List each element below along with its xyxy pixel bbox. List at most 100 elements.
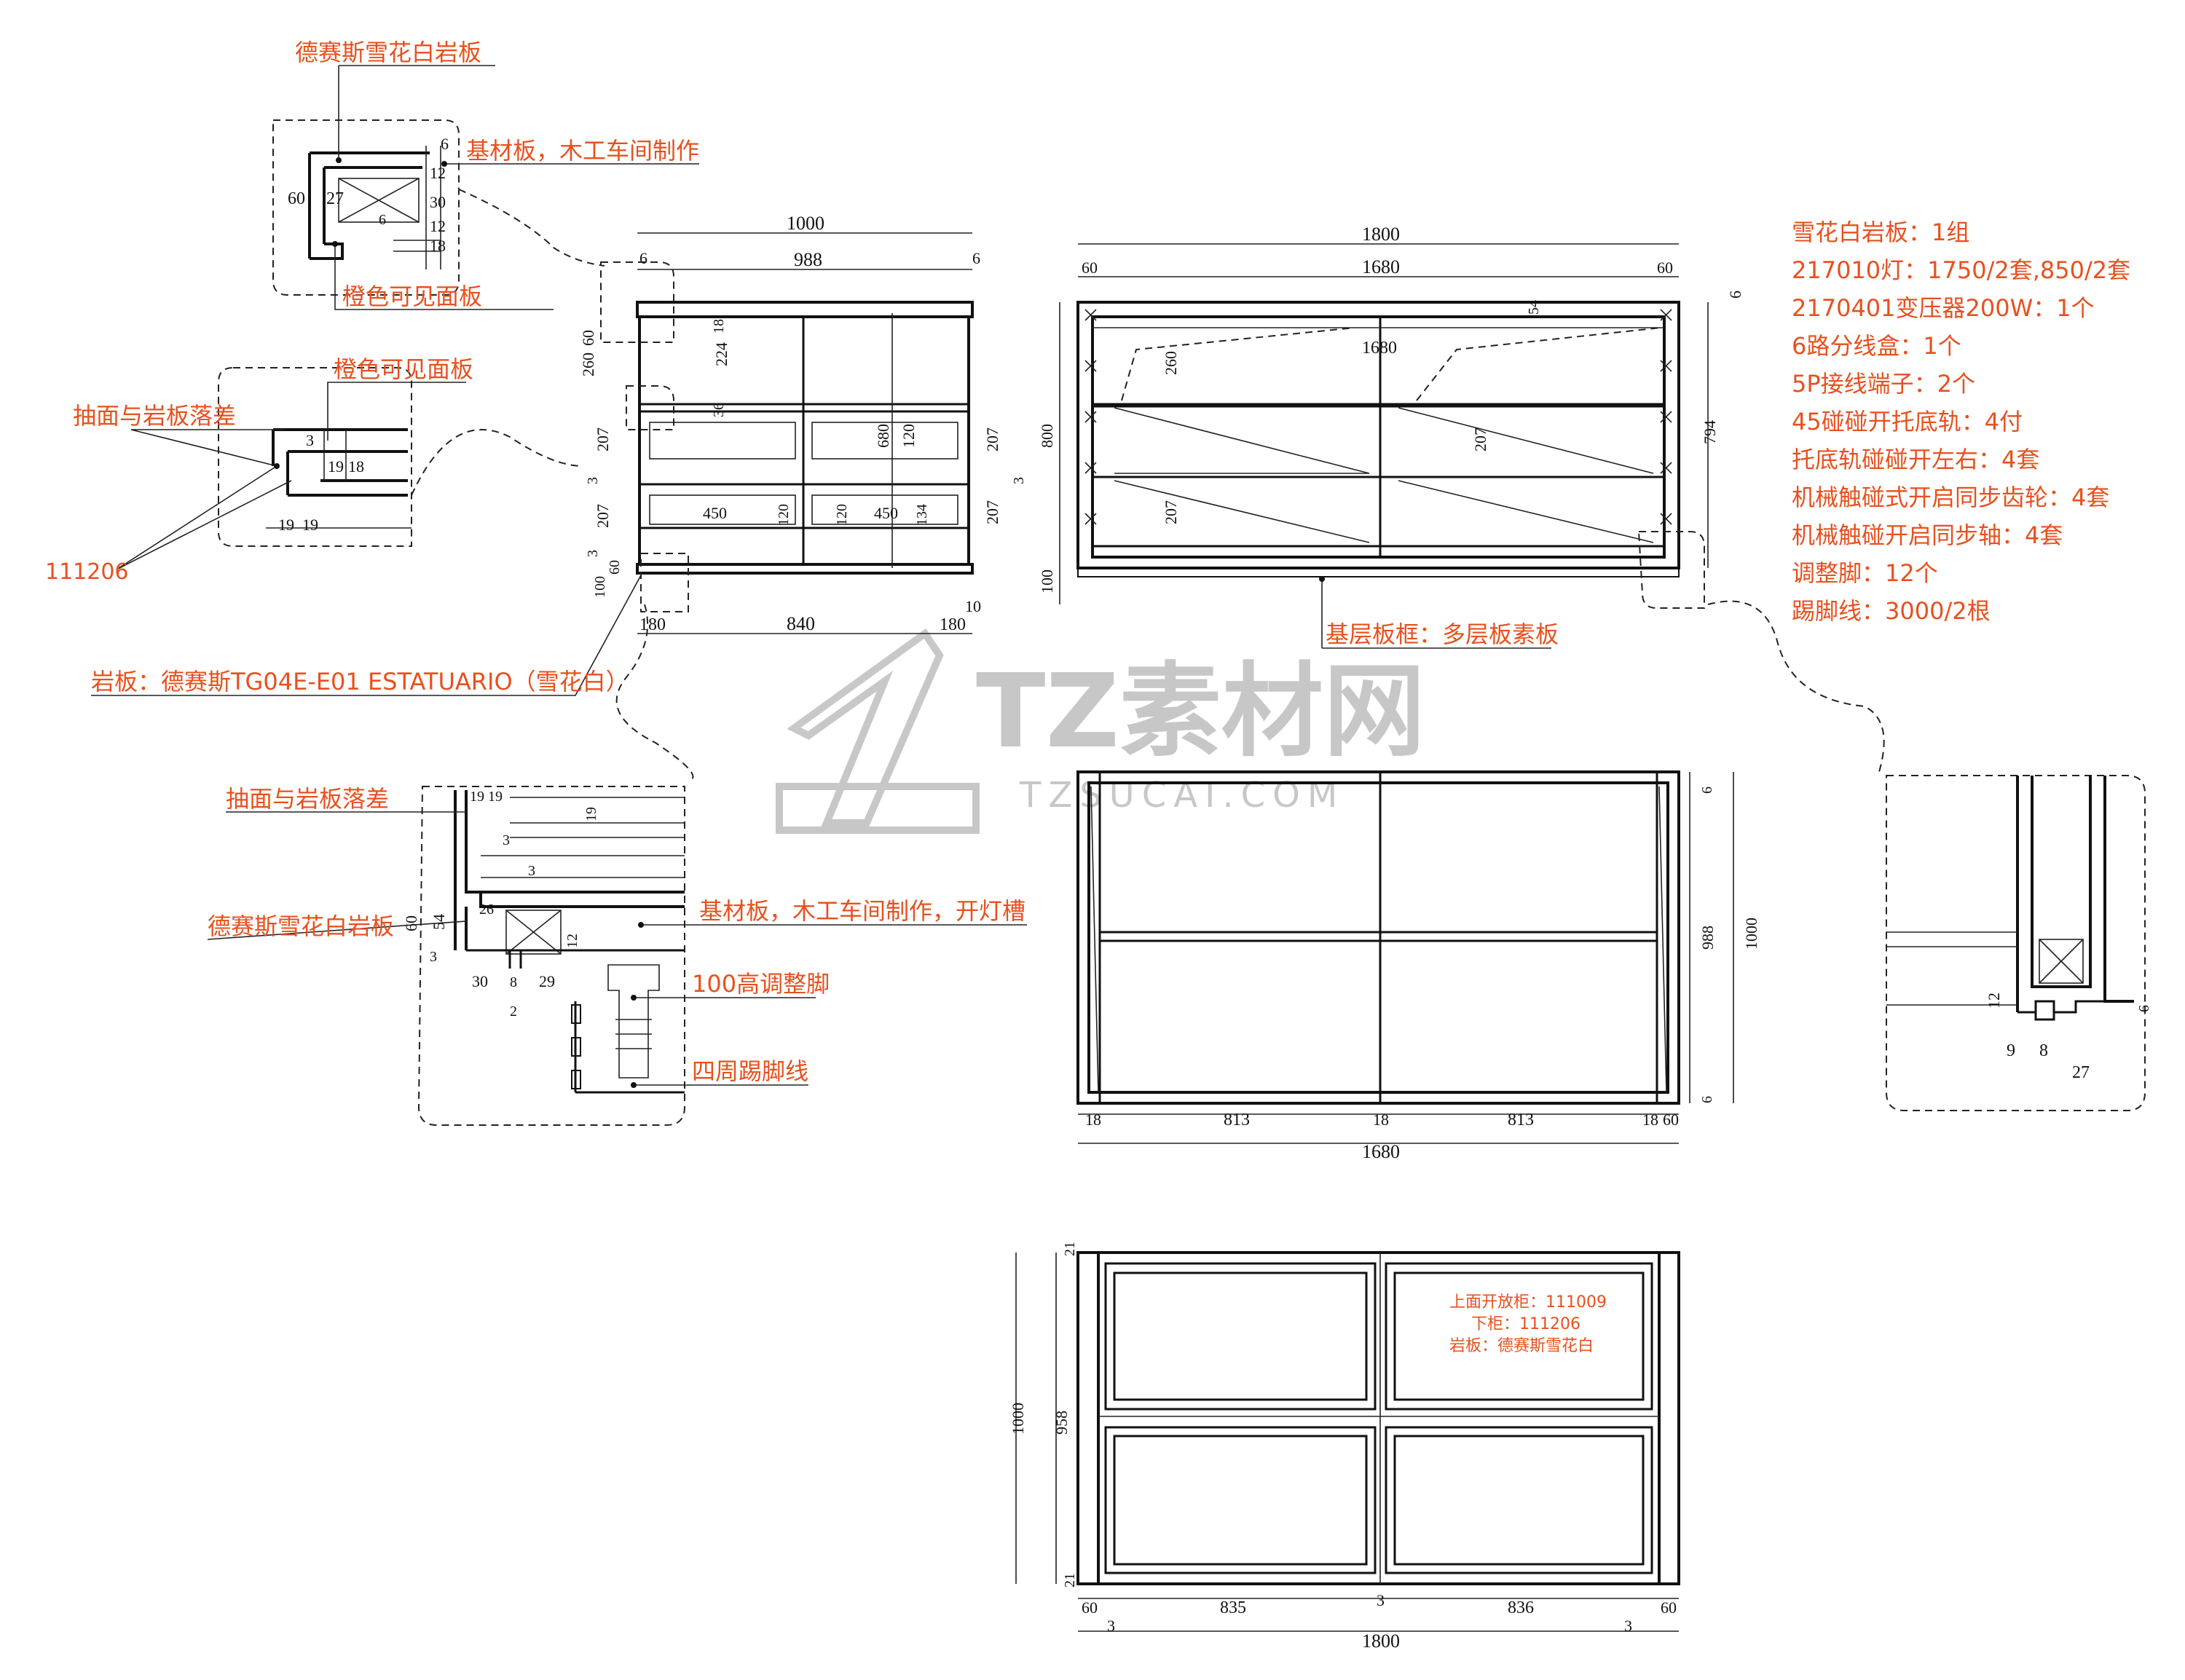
dim-label: 260 xyxy=(579,352,597,376)
callout-stone-spec: 岩板：德赛斯TG04E-E01 ESTATUARIO（雪花白） xyxy=(91,668,629,695)
spec-item: 6路分线盒：1个 xyxy=(1792,332,1961,360)
dim-label: 1000 xyxy=(787,213,824,234)
dim-label: 54 xyxy=(430,914,448,930)
dim-label: 6 xyxy=(2136,1005,2152,1012)
dim-label: 60 xyxy=(1082,259,1098,277)
dim-label: 10 xyxy=(965,597,981,615)
watermark-brand: TZ素材网 xyxy=(976,652,1425,771)
dim-label: 207 xyxy=(1162,500,1180,524)
front-elevation: 基层板框：多层板素板 1800 60 1680 60 1680 54 260 2… xyxy=(1038,224,1744,649)
spec-item: 机械触碰式开启同步齿轮：4套 xyxy=(1792,484,2109,511)
dim-label: 60 xyxy=(1657,259,1673,277)
spec-item: 托底轨碰碰开左右：4套 xyxy=(1792,446,2039,473)
dim-label: 3 xyxy=(1011,477,1027,484)
spec-item: 5P接线端子：2个 xyxy=(1792,370,1975,398)
watermark: TZ素材网 TZSUCAI.COM xyxy=(776,628,1425,834)
dim-label: 19 xyxy=(328,457,344,476)
watermark-url: TZSUCAI.COM xyxy=(1019,775,1345,816)
callout-drawer-gap: 抽面与岩板落差 xyxy=(73,402,236,430)
dim-label: 835 xyxy=(1220,1598,1246,1617)
dim-label: 26 xyxy=(479,902,494,918)
dim-label: 18 xyxy=(711,319,727,334)
top-view: 18 813 18 813 18 60 1680 6 988 1000 6 xyxy=(1076,770,1760,1162)
dim-label: 813 xyxy=(1224,1111,1250,1129)
dim-label: 1000 xyxy=(1742,918,1760,950)
detail-b: 3 19 18 19 19 橙色可见面板 抽面与岩板落差 111206 xyxy=(45,355,473,585)
dim-label: 180 xyxy=(639,615,666,634)
dim-label: 6 xyxy=(441,135,449,153)
dim-label: 3 xyxy=(430,949,437,965)
dim-label: 6 xyxy=(639,249,647,267)
dim-label: 1800 xyxy=(1362,1630,1400,1652)
dim-label: 60 xyxy=(579,330,597,346)
dim-label: 27 xyxy=(326,189,344,208)
dim-label: 60 xyxy=(288,189,305,208)
dim-label: 27 xyxy=(2072,1063,2090,1082)
callout-code-111206: 111206 xyxy=(45,559,129,585)
dim-label: 8 xyxy=(2039,1041,2048,1060)
callout-drawer-gap-c: 抽面与岩板落差 xyxy=(226,785,389,813)
detail-c: 19 19 19 3 3 60 54 26 12 3 30 8 29 2 抽面与… xyxy=(207,785,1027,1126)
dim-label: 120 xyxy=(834,504,850,526)
dim-label: 60 xyxy=(1663,1111,1679,1129)
dim-label: 3 xyxy=(1377,1591,1385,1609)
dim-label: 18 xyxy=(430,237,446,255)
dim-label: 180 xyxy=(940,615,966,634)
spec-item: 机械触碰开启同步轴：4套 xyxy=(1792,521,2063,549)
dim-label: 21 xyxy=(1062,1573,1078,1588)
dim-label: 988 xyxy=(794,249,822,270)
spec-item: 2170401变压器200W：1个 xyxy=(1792,294,2095,322)
dim-label: 12 xyxy=(430,217,446,235)
dim-label: 813 xyxy=(1508,1111,1534,1129)
dim-label: 19 xyxy=(583,807,599,821)
connector-dashed xyxy=(615,604,694,780)
detail-a: 60 27 6 12 30 12 18 6 德赛斯雪花白岩板 基材板，木工车间制… xyxy=(272,39,699,310)
dim-label: 3 xyxy=(1107,1617,1115,1635)
callout-skirting: 四周踢脚线 xyxy=(692,1057,808,1085)
dim-label: 1680 xyxy=(1362,1141,1400,1162)
dim-label: 207 xyxy=(594,427,612,451)
connector-dashed xyxy=(458,189,605,267)
dim-label: 18 xyxy=(1373,1111,1389,1129)
dim-label: 36 xyxy=(711,403,727,417)
dim-label: 680 xyxy=(874,424,892,448)
dim-label: 6 xyxy=(1699,786,1715,794)
dim-label: 100 xyxy=(1038,569,1056,593)
dim-label: 19 xyxy=(302,516,318,534)
plan-note-line: 上面开放柜：111009 xyxy=(1449,1293,1607,1312)
dim-label: 3 xyxy=(503,832,510,848)
dim-label: 207 xyxy=(983,500,1001,524)
dim-label: 1680 xyxy=(1362,256,1400,277)
dim-label: 6 xyxy=(1699,1096,1715,1103)
dim-label: 18 xyxy=(1642,1111,1658,1129)
spec-item: 调整脚：12个 xyxy=(1792,559,1938,587)
callout-stone-top: 德赛斯雪花白岩板 xyxy=(295,39,481,66)
dim-label: 836 xyxy=(1508,1598,1534,1617)
dim-label: 134 xyxy=(914,504,930,526)
dim-label: 30 xyxy=(472,972,488,990)
dim-label: 60 xyxy=(1082,1598,1098,1617)
dim-label: 60 xyxy=(607,560,623,575)
callout-base-c: 基材板，木工车间制作，开灯槽 xyxy=(699,897,1025,925)
dim-label: 18 xyxy=(1085,1111,1101,1129)
connector-dashed xyxy=(1707,600,1885,773)
plan-view: 上面开放柜：111009 下柜：111206 岩板：德赛斯雪花白 21 1000… xyxy=(1009,1242,1680,1652)
callout-base-frame: 基层板框：多层板素板 xyxy=(1326,620,1559,648)
callout-orange-panel: 橙色可见面板 xyxy=(342,283,482,310)
dim-label: 3 xyxy=(1624,1617,1632,1635)
dim-label: 450 xyxy=(874,504,898,522)
spec-item: 45碰碰开托底轨：4付 xyxy=(1792,408,2023,435)
spec-item: 踢脚线：3000/2根 xyxy=(1792,597,1991,625)
callout-base-board: 基材板，木工车间制作 xyxy=(466,137,699,165)
detail-d: 12 9 8 27 6 xyxy=(1886,775,2152,1111)
connector-dashed xyxy=(411,429,583,496)
dim-label: 120 xyxy=(776,504,792,526)
dim-label: 60 xyxy=(1661,1598,1677,1617)
dim-label: 207 xyxy=(594,504,612,528)
plan-note-line: 岩板：德赛斯雪花白 xyxy=(1449,1337,1594,1355)
dim-label: 100 xyxy=(592,576,608,598)
dim-label: 2 xyxy=(510,1003,517,1020)
callout-orange-panel-b: 橙色可见面板 xyxy=(334,355,473,383)
plan-note-line: 下柜：111206 xyxy=(1471,1315,1580,1333)
